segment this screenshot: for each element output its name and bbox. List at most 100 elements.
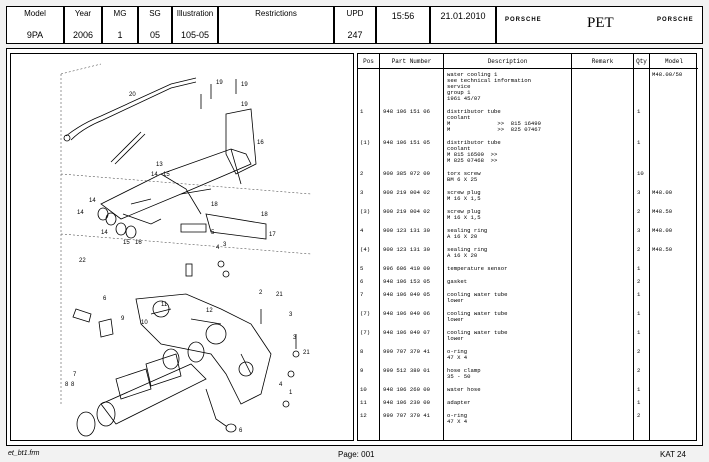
row-pos: 5: [360, 265, 364, 272]
callout-11: 11: [161, 302, 168, 308]
header-bar: Model 9PA Year 2006 MG 1 SG 05 Illustrat…: [6, 6, 703, 44]
col-part: Part Number: [380, 54, 444, 69]
illustration-cell: Illustration 105-05: [172, 6, 218, 44]
row-pos: (1): [360, 139, 371, 146]
table-row[interactable]: 9 999 512 389 01 hose clamp 35 - 50 2: [358, 368, 698, 380]
callout-8a: 8: [65, 382, 69, 388]
callout-22: 22: [79, 258, 86, 264]
upd-label: UPD: [346, 9, 364, 18]
exploded-view-drawing: 20 19 19 19 16 13 14 15 14 14 18 18 14 1…: [60, 63, 312, 437]
col-pos: Pos: [358, 54, 380, 69]
callout-4b: 4: [279, 382, 283, 388]
upd-value: 247: [347, 30, 363, 40]
row-description: hose clamp 35 - 50: [447, 367, 481, 380]
row-qty: 1: [637, 329, 641, 336]
row-part-number: 948 106 049 07: [383, 329, 430, 336]
row-pos: (3): [360, 208, 371, 215]
callout-16a: 16: [257, 140, 264, 146]
row-part-number: 900 123 131 30: [383, 246, 430, 253]
mg-cell: MG 1: [102, 6, 138, 44]
row-pos: 9: [360, 367, 364, 374]
row-pos: 3: [360, 189, 364, 196]
row-part-number: 900 219 004 02: [383, 189, 430, 196]
row-qty: 1: [637, 291, 641, 298]
callout-21a: 21: [276, 292, 283, 298]
content-frame: 20 19 19 19 16 13 14 15 14 14 18 18 14 1…: [6, 48, 703, 446]
row-qty: 2: [637, 412, 641, 419]
row-description: distributor tube coolant M 815 16500 >> …: [447, 139, 501, 164]
row-qty: 1: [637, 139, 641, 146]
row-model: M48.00/50: [652, 71, 683, 78]
row-qty: 10: [637, 170, 644, 177]
callout-3c: 3: [293, 335, 297, 341]
row-part-number: 999 512 389 01: [383, 367, 430, 374]
row-qty: 2: [637, 367, 641, 374]
illustration-value: 105-05: [180, 30, 210, 40]
row-model: M48.00: [652, 227, 673, 234]
callout-3b: 3: [289, 312, 293, 318]
year-label: Year: [74, 9, 92, 18]
row-pos: (7): [360, 310, 371, 317]
row-model: M48.50: [652, 246, 673, 253]
row-part-number: 900 385 072 09: [383, 170, 430, 177]
row-pos: 7: [360, 291, 364, 298]
sg-cell: SG 05: [138, 6, 172, 44]
row-model: M48.50: [652, 208, 673, 215]
row-part-number: 948 106 230 00: [383, 399, 430, 406]
model-cell: Model 9PA: [6, 6, 64, 44]
row-description: gasket: [447, 278, 468, 285]
row-part-number: 900 123 131 30: [383, 227, 430, 234]
callout-12: 12: [206, 308, 213, 314]
row-pos: 11: [360, 399, 367, 406]
row-description: cooling water tube lower: [447, 329, 508, 342]
row-description: adapter: [447, 399, 471, 406]
row-part-number: 948 106 153 05: [383, 278, 430, 285]
row-pos: 8: [360, 348, 364, 355]
mg-value: 1: [117, 30, 123, 40]
callout-14a: 14: [151, 172, 158, 178]
callout-14c: 14: [77, 210, 84, 216]
parts-diagram[interactable]: 20 19 19 19 16 13 14 15 14 14 18 18 14 1…: [10, 53, 354, 441]
model-label: Model: [24, 9, 46, 18]
row-pos: (4): [360, 246, 371, 253]
row-description: temperature sensor: [447, 265, 508, 272]
row-model: M48.00: [652, 189, 673, 196]
callout-16b: 16: [135, 240, 142, 246]
row-pos: 1: [360, 108, 364, 115]
row-part-number: 948 106 151 05: [383, 139, 430, 146]
callout-14d: 14: [101, 230, 108, 236]
row-qty: 3: [637, 189, 641, 196]
row-description: sealing ring A 16 X 20: [447, 246, 488, 259]
callout-4a: 4: [216, 245, 220, 251]
porsche-logo-left: PORSCHE: [505, 17, 542, 23]
callout-15a: 15: [163, 172, 170, 178]
form-name: et_bt1.frm: [8, 450, 40, 457]
row-description: o-ring 47 X 4: [447, 348, 468, 361]
callout-8b: 8: [71, 382, 75, 388]
table-row[interactable]: (1) 948 106 151 05 distributor tube coolan…: [358, 140, 698, 164]
row-part-number: 948 106 049 05: [383, 291, 430, 298]
time-cell: 15:56: [376, 6, 430, 44]
callout-2: 2: [259, 290, 263, 296]
sg-label: SG: [149, 9, 161, 18]
callout-7: 7: [73, 372, 77, 378]
callout-9: 9: [121, 316, 125, 322]
table-row[interactable]: water cooling 1 see technical informatio…: [358, 72, 698, 102]
row-description: o-ring 47 X 4: [447, 412, 468, 425]
row-part-number: 948 106 049 06: [383, 310, 430, 317]
